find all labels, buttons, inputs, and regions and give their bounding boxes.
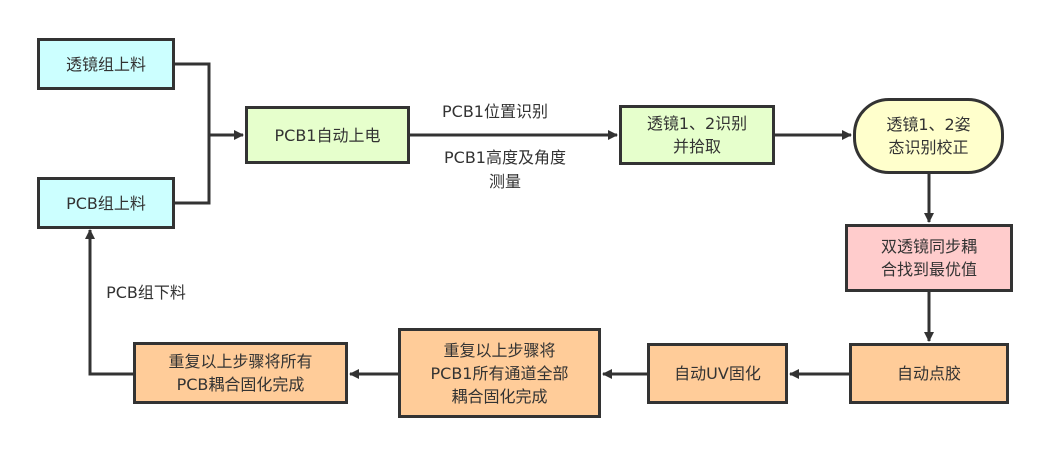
node-auto-glue: 自动点胶 <box>849 343 1009 404</box>
node-lens-pose: 透镜1、2姿 态识别校正 <box>853 98 1004 174</box>
edge-unload <box>85 229 133 376</box>
node-lens-pick: 透镜1、2识别 并拾取 <box>619 105 775 165</box>
edge-label-position: PCB1位置识别 <box>442 102 548 121</box>
node-pcb-power: PCB1自动上电 <box>245 106 410 164</box>
edge-lens-load <box>175 62 211 135</box>
edge-label-height: PCB1高度及角度 测量 <box>444 148 566 191</box>
node-dual-couple: 双透镜同步耦 合找到最优值 <box>845 224 1013 292</box>
node-repeat-pcb: 重复以上步骤将所有 PCB耦合固化完成 <box>133 342 348 404</box>
node-repeat-channels: 重复以上步骤将 PCB1所有通道全部 耦合固化完成 <box>398 328 601 418</box>
node-pcb-load: PCB组上料 <box>37 177 175 229</box>
node-lens-load: 透镜组上料 <box>37 38 175 90</box>
edge-label-unload: PCB组下料 <box>106 283 186 302</box>
edge-pcb-load <box>175 135 211 205</box>
node-uv-cure: 自动UV固化 <box>647 343 788 404</box>
